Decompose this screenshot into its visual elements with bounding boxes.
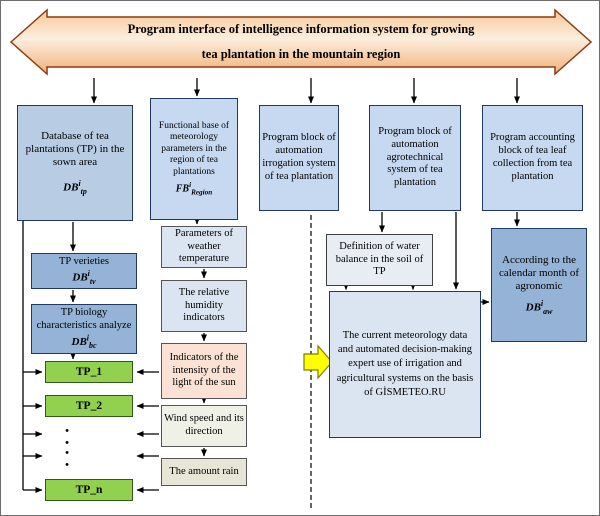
- calendar-month-formula: DBiaw: [525, 298, 553, 316]
- wind-speed-box: Wind speed and its direction: [161, 405, 247, 447]
- database-tp-formula: DBitp: [63, 178, 87, 196]
- sun-intensity-label: Indicators of the intensity of the light…: [169, 351, 239, 389]
- wind-speed-label: Wind speed and its direction: [164, 413, 244, 437]
- sun-intensity-box: Indicators of the intensity of the light…: [161, 343, 247, 399]
- tp-1-label: TP_1: [75, 365, 103, 378]
- calendar-month-label: According to the calendar month of agron…: [498, 253, 580, 293]
- rain-amount-label: The amount rain: [169, 465, 239, 477]
- tp-1-box: TP_1: [45, 361, 133, 383]
- irrigation-block-label: Program block of automation irrogation s…: [262, 132, 336, 182]
- accounting-block-label: Program accounting block of tea leaf col…: [490, 132, 575, 182]
- functional-base-formula: FBiRegion: [175, 181, 213, 197]
- tp-biology-label: TP biology characteristics analyze: [36, 307, 132, 332]
- functional-base-label: Functional base of meteorology parameter…: [158, 120, 230, 177]
- weather-temperature-label: Parameters of weather temperature: [174, 227, 234, 265]
- water-balance-label: Definition of water balance in the soil …: [335, 240, 424, 278]
- tp-n-label: TP_n: [75, 483, 103, 496]
- banner-title-line2: tea plantation in the mountain region: [201, 47, 401, 61]
- flow-arrow-yellow: [303, 344, 333, 380]
- agrotechnical-block-box: Program block of automation agrotechnica…: [369, 105, 461, 211]
- banner-title: Program interface of intelligence inform…: [56, 17, 546, 67]
- gismeteo-expert-label: The current meteorology data and automat…: [336, 330, 474, 398]
- tp-2-box: TP_2: [45, 395, 133, 417]
- tp-n-box: TP_n: [45, 479, 133, 501]
- tp-varieties-formula: DBitv: [72, 268, 96, 286]
- irrigation-block-box: Program block of automation irrogation s…: [259, 105, 339, 211]
- accounting-block-box: Program accounting block of tea leaf col…: [482, 105, 583, 211]
- agrotechnical-block-label: Program block of automation agrotechnica…: [378, 126, 452, 189]
- water-balance-box: Definition of water balance in the soil …: [326, 234, 433, 286]
- functional-base-box: Functional base of meteorology parameter…: [150, 98, 238, 220]
- tp-varieties-label: TP verieties: [58, 255, 110, 267]
- rain-amount-box: The amount rain: [161, 458, 247, 486]
- banner-arrow-shape: [9, 8, 593, 76]
- tp-2-label: TP_2: [75, 399, 103, 412]
- database-tp-box: Database of tea plantations (TP) in the …: [17, 105, 133, 221]
- tp-biology-formula: DBibc: [71, 333, 97, 350]
- tp-ellipsis-dots: • •: [65, 425, 81, 449]
- humidity-box: The relative humidity indicators: [161, 280, 247, 332]
- humidity-label: The relative humidity indicators: [178, 286, 230, 324]
- banner-title-line1: Program interface of intelligence inform…: [127, 22, 475, 36]
- gismeteo-expert-box: The current meteorology data and automat…: [329, 291, 481, 438]
- database-tp-label: Database of tea plantations (TP) in the …: [25, 129, 125, 169]
- tp-biology-box: TP biology characteristics analyze DBibc: [31, 304, 137, 354]
- weather-temperature-box: Parameters of weather temperature: [161, 226, 247, 268]
- calendar-month-box: According to the calendar month of agron…: [491, 228, 587, 342]
- tp-varieties-box: TP verieties DBitv: [31, 253, 137, 289]
- tp-ellipsis-dots: • •: [65, 447, 81, 471]
